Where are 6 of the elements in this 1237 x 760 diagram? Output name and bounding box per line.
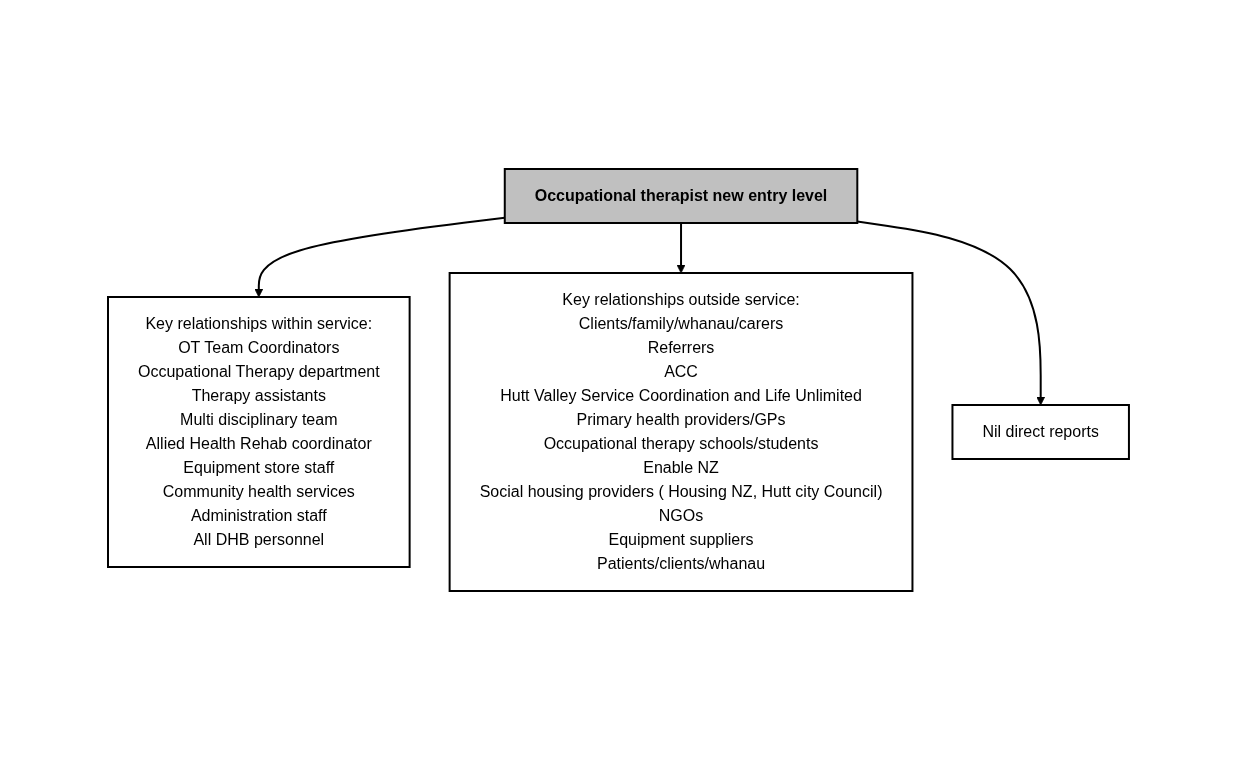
node-box: Nil direct reports <box>951 404 1130 460</box>
arrow <box>676 222 686 274</box>
node-box: Occupational therapist new entry level <box>503 168 859 224</box>
node-box: Key relationships within service: OT Team Coordinators Occupational Therapy department Therapy assistants Multi disciplinary team Allied Health Rehab coordinator Equipment store staff Community health services Administration staff All DHB personnel <box>107 296 411 568</box>
arrow <box>856 220 1046 406</box>
node-box: Key relationships outside service: Clients/family/whanau/carers Referrers ACC Hutt Valley Service Coordination and Life Unlimited Primary health providers/GPs Occupational therapy schools/students Enable NZ Social housing providers ( Housing NZ, Hutt city Council) NGOs Equipment suppliers Patients/clients/whanau <box>448 272 914 592</box>
